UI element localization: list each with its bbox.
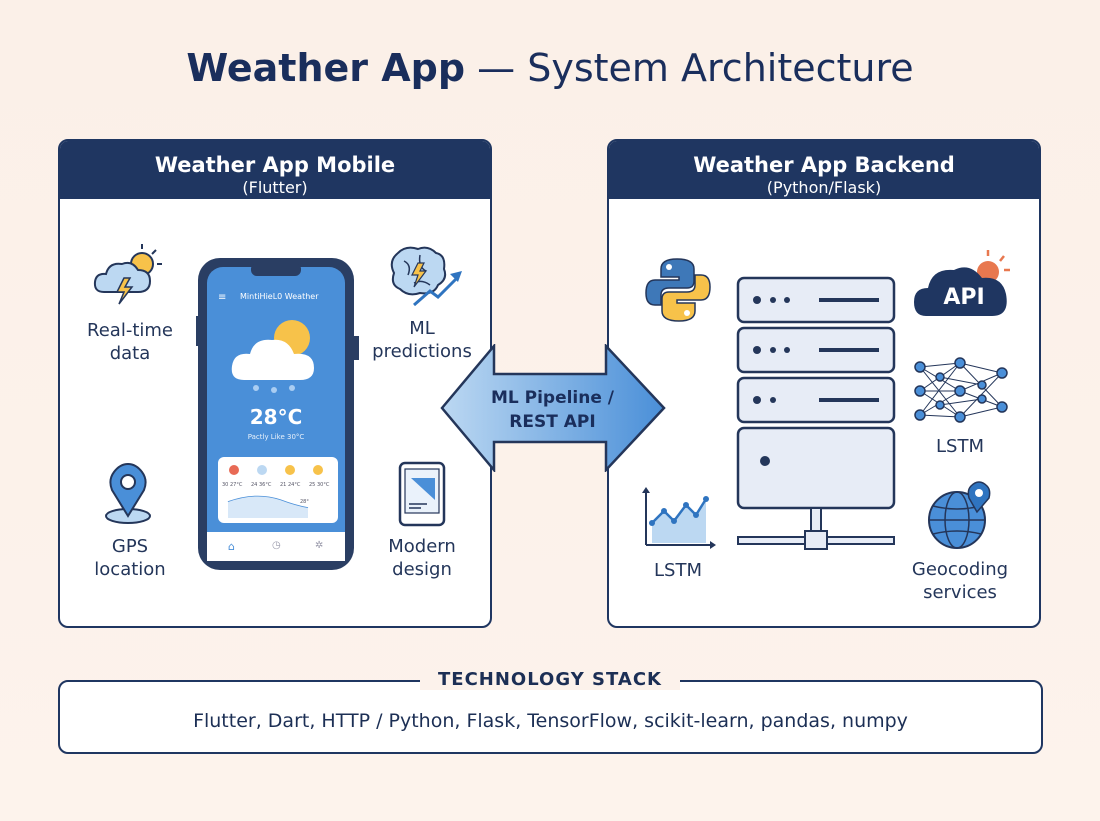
globe-pin-icon [928,481,991,549]
technology-stack-title: TECHNOLOGY STACK [0,669,1100,690]
forecast-temp-4: 25 30°C [309,482,330,488]
mobile-panel-subtitle: (Flutter) [242,178,308,197]
settings-nav-icon[interactable]: ✲ [315,540,324,551]
storm-cloud-icon [93,244,162,305]
phone-feels-like: Pactly Like 30°C [247,433,305,441]
tablet-icon [398,461,446,527]
python-logo-icon [645,258,711,322]
page-title: Weather App — System Architecture [186,46,914,90]
double-arrow-connector [440,344,666,472]
brain-icon [390,246,462,307]
backend-panel-header: Weather App Backend (Python/Flask) [609,141,1039,199]
backend-panel-subtitle: (Python/Flask) [766,178,882,197]
api-label: API [943,285,985,310]
phone-app-name: MintiHieL0 Weather [240,292,319,301]
mobile-panel-title: Weather App Mobile [154,153,396,177]
lstm-left-label: LSTM [654,560,702,581]
phone-mockup [196,258,359,570]
forecast-temp-1: 30 27°C [222,482,243,488]
phone-temperature: 28°C [249,405,303,429]
line-chart-icon [642,487,716,549]
menu-icon[interactable]: ≡ [218,292,227,303]
forecast-temp-3: 21 24°C [280,482,301,488]
mobile-panel-header: Weather App Mobile (Flutter) [60,141,490,199]
server-rack-icon [736,276,896,550]
home-nav-icon[interactable]: ⌂ [228,540,235,553]
lstm-right-label: LSTM [936,436,984,457]
cloud-api-icon [914,250,1010,316]
neural-network-icon [914,357,1008,423]
forecast-chart-label: 28° [300,499,309,505]
technology-stack-list: Flutter, Dart, HTTP / Python, Flask, Ten… [193,710,908,732]
forecast-temp-2: 24 36°C [251,482,272,488]
connector-label: ML Pipeline /REST API [490,388,615,432]
location-pin-icon [105,462,151,524]
backend-panel-title: Weather App Backend [693,153,955,177]
alarm-nav-icon[interactable]: ◷ [272,540,281,551]
